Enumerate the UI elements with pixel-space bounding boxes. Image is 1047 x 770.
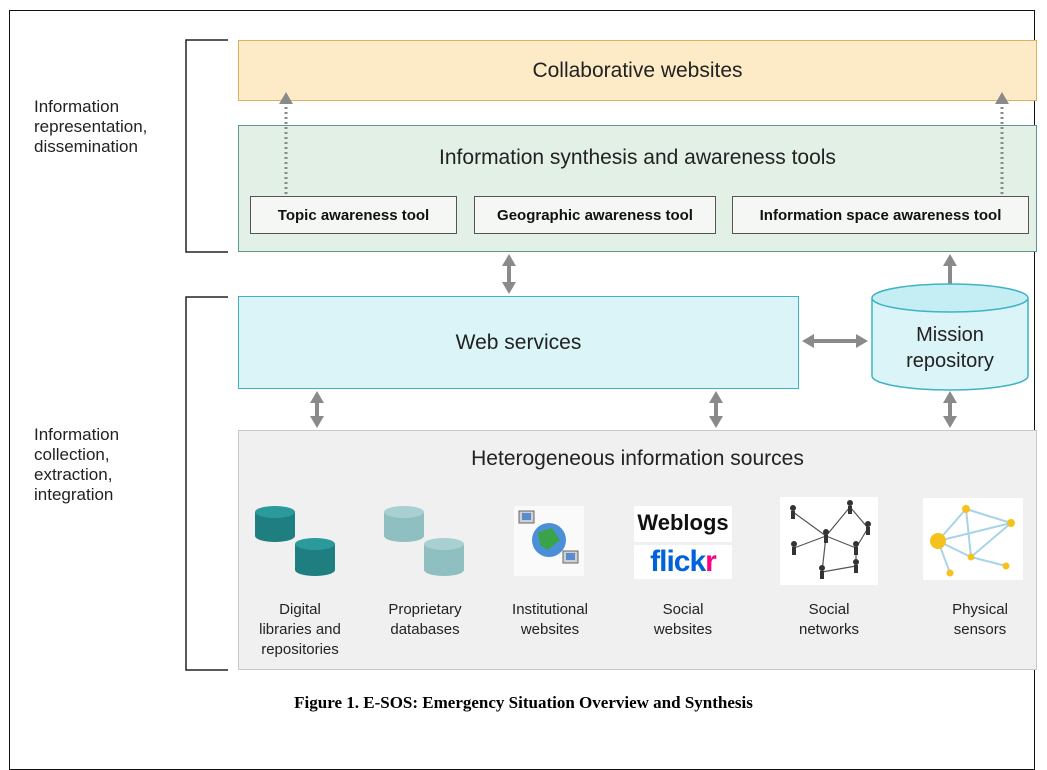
mission-repository-cylinder xyxy=(871,283,1029,391)
source-label-proprietary-databases: Proprietary databases xyxy=(388,601,462,638)
arrow-webservices-repository xyxy=(802,334,868,348)
source-label-social-websites: Social websites xyxy=(653,601,713,638)
source-label-digital-libraries: Digital libraries and repositories xyxy=(259,601,341,658)
collaborative-websites-label: Collaborative websites xyxy=(532,58,743,82)
flickr-logo: flickr xyxy=(650,545,717,578)
database-icon xyxy=(384,506,464,576)
information-space-awareness-tool: Information space awareness tool xyxy=(732,196,1029,234)
arrow-webservices-sources-left xyxy=(310,391,324,428)
people-network-icon xyxy=(780,497,878,585)
dotted-arrow-right xyxy=(995,92,1009,194)
weblogs-flickr-icon xyxy=(634,506,732,579)
arrow-repository-sources xyxy=(943,391,957,428)
web-services-box: Web services xyxy=(238,296,799,389)
weblogs-logo: Weblogs xyxy=(637,510,729,535)
database-icon xyxy=(255,506,335,576)
source-label-institutional-websites: Institutional websites xyxy=(512,601,588,638)
side-label-collection: Information collection, extraction, inte… xyxy=(34,425,120,504)
synthesis-tools-label: Information synthesis and awareness tool… xyxy=(439,146,836,169)
mission-repository-label: Mission repository xyxy=(906,324,994,372)
side-label-representation: Information representation, disseminatio… xyxy=(34,97,148,156)
bracket-bottom xyxy=(185,296,228,671)
arrow-webservices-sources-right xyxy=(709,391,723,428)
geographic-awareness-tool: Geographic awareness tool xyxy=(474,196,716,234)
arrow-synthesis-webservices xyxy=(502,254,516,294)
collaborative-websites-box: Collaborative websites xyxy=(238,40,1037,101)
bracket-top xyxy=(185,39,228,253)
dotted-arrow-left xyxy=(279,92,293,194)
figure-caption: Figure 1. E-SOS: Emergency Situation Ove… xyxy=(294,693,753,712)
arrow-repository-synthesis xyxy=(943,254,957,284)
source-label-social-networks: Social networks xyxy=(798,601,860,638)
globe-network-icon xyxy=(514,506,584,576)
source-label-physical-sensors: Physical sensors xyxy=(952,601,1008,638)
sensor-network-icon xyxy=(923,498,1023,580)
web-services-label: Web services xyxy=(455,330,582,354)
sources-title: Heterogeneous information sources xyxy=(471,447,804,470)
topic-awareness-tool: Topic awareness tool xyxy=(250,196,457,234)
